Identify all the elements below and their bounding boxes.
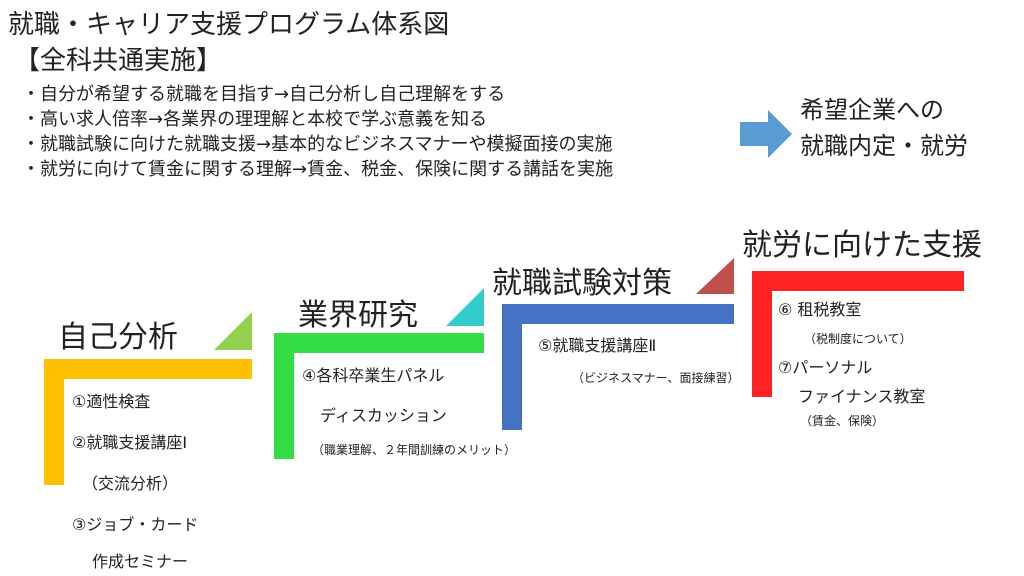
stage-item: ③ジョブ・カード <box>72 515 199 534</box>
stage-bracket-side <box>502 304 522 430</box>
diagram-title: 就職・キャリア支援プログラム体系図 <box>8 10 450 40</box>
stage-bracket-side <box>44 359 64 485</box>
stage-bracket-top <box>274 333 484 353</box>
stage-title-exam-preparation: 就職試験対策 <box>492 266 672 301</box>
stage-note: （税制度について） <box>804 332 912 346</box>
stage-note: （賃金、保険） <box>800 414 885 428</box>
stage-title-industry-research: 業界研究 <box>298 298 418 333</box>
stage-marker-triangle <box>446 288 484 326</box>
objective-item: ・就労に向けて賃金に関する理解→賃金、税金、保険に関する講話を実施 <box>22 159 614 180</box>
stage-item: ⑤就職支援講座Ⅱ <box>538 336 657 355</box>
stage-bracket-top <box>502 304 734 324</box>
stage-bracket-top <box>44 359 252 379</box>
stage-item: 作成セミナー <box>92 552 189 571</box>
stage-marker-triangle <box>696 258 734 294</box>
stage-item: ⑥ 租税教室 <box>778 300 862 319</box>
goal-line: 就職内定・就労 <box>800 132 968 160</box>
stage-item: ⑦パーソナル <box>778 358 873 377</box>
objective-item: ・就職試験に向けた就職支援→基本的なビジネスマナーや模擬面接の実施 <box>22 134 613 155</box>
stage-item: ディスカッション <box>320 406 447 425</box>
diagram-subtitle: 【全科共通実施】 <box>14 46 223 76</box>
stage-bracket-side <box>752 271 772 397</box>
stage-item: ①適性検査 <box>72 392 151 411</box>
objective-item: ・自分が希望する就職を目指す→自己分析し自己理解をする <box>22 84 506 105</box>
stage-marker-triangle <box>214 312 252 350</box>
objective-list: ・自分が希望する就職を目指す→自己分析し自己理解をする ・高い求人倍率→各業界の… <box>22 82 613 182</box>
stage-note: （ビジネスマナー、面接練習） <box>572 371 740 385</box>
objective-item: ・高い求人倍率→各業界の理理解と本校で学ぶ意義を知る <box>22 109 488 130</box>
stage-item: ファイナンス教室 <box>798 387 926 406</box>
stage-item: （交流分析） <box>82 474 179 493</box>
goal-text: 希望企業への 就職内定・就労 <box>800 92 968 164</box>
stage-item: ④各科卒業生パネル <box>302 366 445 385</box>
goal-line: 希望企業への <box>800 96 944 124</box>
stage-bracket-side <box>274 333 294 459</box>
stage-note: （職業理解、２年間訓練のメリット） <box>312 443 517 457</box>
stage-bracket-top <box>752 271 964 291</box>
right-arrow-icon <box>740 110 792 158</box>
stage-title-self-analysis: 自己分析 <box>58 320 178 355</box>
stage-title-employment-support: 就労に向けた支援 <box>742 228 982 263</box>
stage-item: ②就職支援講座Ⅰ <box>72 433 188 452</box>
